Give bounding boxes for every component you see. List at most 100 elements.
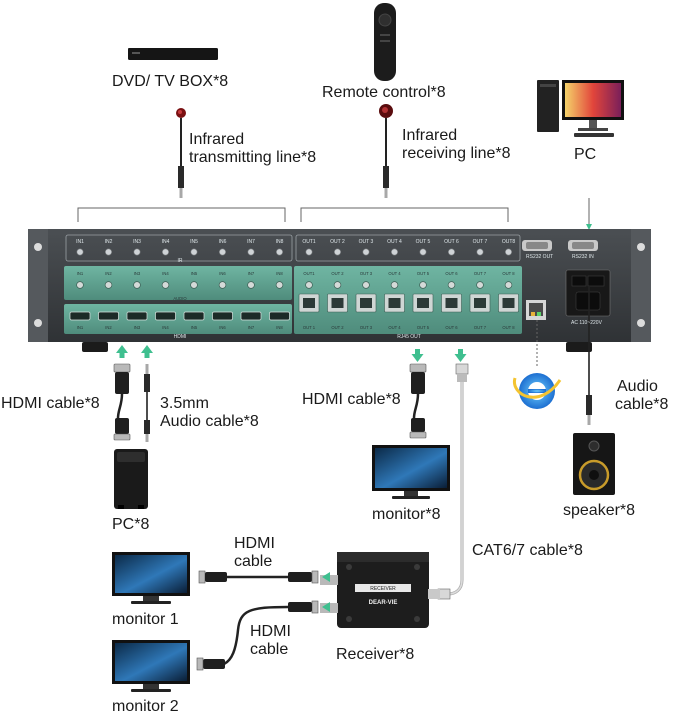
hdmi-in-port-label: IN1	[77, 325, 84, 330]
hdmi-in-port-label: IN8	[276, 325, 283, 330]
hdmi-in-port	[98, 311, 119, 321]
ir-in-port-label: IN3	[133, 239, 141, 245]
monitor-2-icon	[112, 640, 190, 692]
audio-out-port-label: OUT 3	[360, 271, 373, 276]
audio-in-port-label: IN3	[134, 271, 141, 276]
rj45-port-socket	[474, 298, 486, 308]
cat-label: CAT6/7 cable*8	[472, 542, 583, 559]
ir-out-jack	[504, 248, 512, 256]
audio-in-jack	[275, 281, 284, 289]
ir-in-port-label: IN6	[219, 239, 227, 245]
ir-out-port-label: OUT1	[302, 239, 316, 245]
hdmi-in-port-label: IN2	[105, 325, 112, 330]
receiver-model-label: RECEIVER	[370, 586, 396, 592]
hdmi-in-port	[69, 311, 91, 321]
audio-out-jack	[419, 281, 427, 289]
ir-in-port-label: IN8	[276, 239, 284, 245]
hdmi-cable-2-label-1: HDMI	[250, 623, 291, 640]
rj45-port-label: OUT 7	[474, 325, 487, 330]
hdmi-in-port-label: IN3	[134, 325, 141, 330]
ir-in-jack	[105, 248, 113, 256]
monitor-1-label: monitor 1	[112, 611, 179, 628]
ir-out-jack	[305, 248, 313, 256]
hdmi-in-port	[155, 311, 176, 321]
hdmi-in-port-label: IN6	[219, 325, 226, 330]
monitor-1-icon	[112, 552, 190, 604]
dvd-box-icon	[128, 48, 218, 60]
remote-label: Remote control*8	[322, 84, 446, 101]
hdmi-in-port	[183, 311, 205, 321]
audio-out-jack	[362, 281, 370, 289]
ir-in-jack	[162, 248, 170, 256]
hdmi-in-port-label: IN7	[248, 325, 255, 330]
cat-cable-icon	[437, 363, 469, 600]
hdmi-in-port	[126, 311, 148, 321]
power-label: AC 110~220V	[571, 320, 603, 326]
audio-in-jack	[133, 281, 141, 289]
audio-in-port-label: IN8	[276, 271, 283, 276]
audio-in-jack	[218, 281, 227, 289]
ir-out-jack	[390, 248, 398, 256]
ir-out-port-label: OUT 7	[473, 239, 488, 245]
rj45-port-socket	[303, 298, 315, 308]
audio-in-port-label: IN7	[248, 271, 255, 276]
audio-out-jack	[504, 281, 513, 289]
hdmi-cable-1-label-2: cable	[234, 553, 273, 570]
ir-tx-label-1: Infrared	[189, 131, 245, 148]
audio-out-jack	[333, 281, 342, 289]
hdmi-group-label: HDMI	[174, 334, 187, 340]
matrix-device	[28, 229, 651, 352]
hdmi-cable-left-icon	[113, 363, 131, 441]
ir-in-port-label: IN1	[76, 239, 84, 245]
audio-right-label-2: cable*8	[615, 396, 669, 413]
rj45-port-label: OUT 8	[502, 325, 515, 330]
ir-out-jack	[419, 248, 427, 256]
pc-bottom-label: PC*8	[112, 516, 150, 533]
audio-out-port-label: OUT 6	[445, 271, 458, 276]
audio-out-port-label: OUT 2	[331, 271, 344, 276]
rj45-port-label: OUT 4	[388, 325, 401, 330]
dvd-label: DVD/ TV BOX*8	[112, 73, 229, 90]
audio-in-port-label: IN2	[105, 271, 112, 276]
audio-out-port-label: OUT1	[303, 271, 315, 276]
rj45-port-label: OUT 6	[445, 325, 458, 330]
rj45-group-label: RJ45 OUT	[397, 334, 421, 340]
browser-ie-icon	[513, 373, 562, 409]
audio-in-jack	[104, 281, 113, 289]
ir-in-jack	[247, 248, 255, 256]
rj45-port-label: OUT 1	[303, 325, 316, 330]
audio-out-jack	[476, 281, 484, 289]
ir-in-port-label: IN5	[190, 239, 198, 245]
rj45-port-label: OUT 2	[331, 325, 344, 330]
ir-in-jack	[219, 248, 227, 256]
rj45-port-socket	[388, 298, 401, 308]
ir-out-jack	[362, 248, 370, 256]
ir-out-port-label: OUT 4	[387, 239, 402, 245]
audio-out-port-label: OUT 7	[474, 271, 487, 276]
ir-out-port-label: OUT8	[502, 239, 516, 245]
hdmi-cable-1-icon	[198, 570, 319, 584]
hdmi-in-port	[269, 311, 290, 321]
rj45-port-socket	[502, 298, 515, 308]
rs232-in-label: RS232 IN	[572, 254, 594, 260]
audio-out-jack	[305, 281, 313, 289]
audio-in-port-label: IN6	[219, 271, 226, 276]
ir-out-port-label: OUT 2	[330, 239, 345, 245]
ir-rx-label-2: receiving line*8	[402, 145, 511, 162]
hdmi-in-port	[212, 311, 233, 321]
audio-in-port-label: IN1	[77, 271, 84, 276]
audio-out-jack	[390, 281, 399, 289]
audio-in-jack	[190, 281, 198, 289]
monitor-2-label: monitor 2	[112, 698, 179, 715]
audio-right-label-1: Audio	[617, 378, 658, 395]
ir-out-port-label: OUT 5	[416, 239, 431, 245]
ir-in-jack	[76, 248, 84, 256]
hdmi-cable-2-label-2: cable	[250, 641, 289, 658]
pc-tower-icon	[114, 449, 148, 509]
hdmi-in-port	[240, 311, 262, 321]
monitor-icon	[372, 445, 450, 499]
rj45-port-socket	[417, 298, 429, 308]
ir-in-jack	[275, 248, 283, 256]
audio-in-port-label: IN4	[162, 271, 169, 276]
